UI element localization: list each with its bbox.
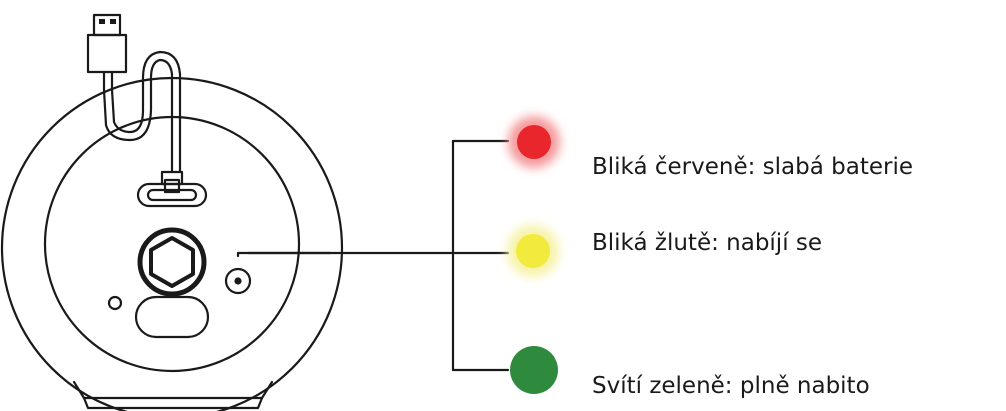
usb-plug-body — [86, 33, 128, 74]
oval-slot — [134, 295, 210, 339]
red-light — [517, 125, 551, 159]
led-indicator-hole — [224, 267, 252, 295]
indicator-lights — [507, 116, 560, 394]
usb-plug-tip — [92, 13, 122, 37]
green-light — [510, 346, 558, 394]
cable-connector — [160, 170, 184, 186]
label-yellow-charging: Bliká žlutě: nabíjí se — [592, 230, 823, 256]
label-red-low-battery: Bliká červeně: slabá baterie — [592, 154, 914, 180]
device-bottom-edge — [72, 380, 274, 400]
screw-hole — [107, 295, 123, 311]
usb-cable — [86, 13, 184, 186]
label-green-fully-charged: Svítí zeleně: plně nabito — [592, 373, 870, 399]
leader-lines — [236, 139, 510, 372]
hex-mount — [137, 227, 207, 297]
yellow-light — [516, 234, 550, 268]
